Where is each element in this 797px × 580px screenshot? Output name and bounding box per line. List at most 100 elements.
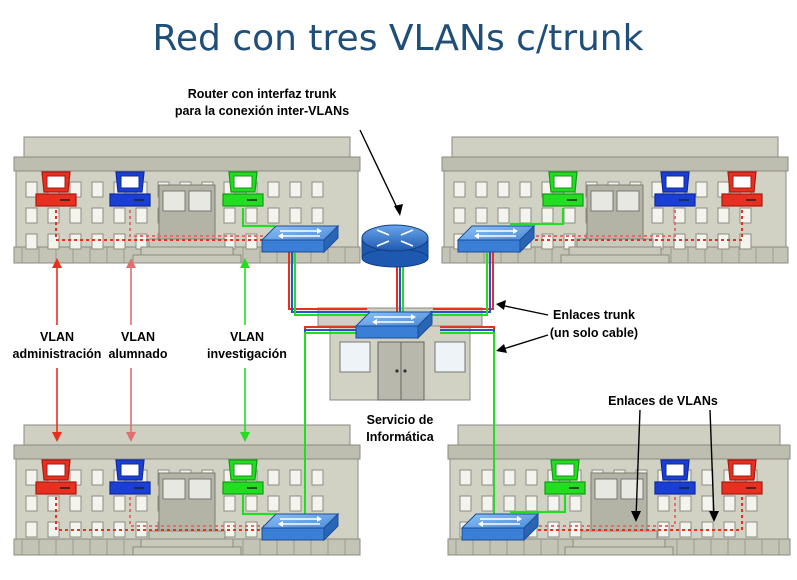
building-step: [564, 546, 674, 556]
building-window: [459, 495, 472, 512]
building-step: [568, 246, 662, 256]
building-window: [245, 207, 258, 224]
pc-screen: [120, 175, 140, 189]
router-bottom: [361, 248, 429, 268]
pc-screen: [233, 463, 253, 477]
router-top: [361, 224, 429, 252]
vlan-links-arrowhead-1: [631, 511, 641, 522]
building-cornice: [441, 156, 789, 172]
labels: Router con interfaz trunk para la conexi…: [13, 87, 718, 444]
pc-icon: [654, 459, 696, 495]
vlan-links-arrow-2: [709, 409, 715, 519]
building-window: [267, 469, 280, 486]
building-window: [69, 521, 82, 538]
vlan-link-admin-tl: [55, 210, 265, 241]
building-window: [673, 207, 686, 224]
pc-case: [542, 193, 584, 207]
annotation-arrows: [359, 129, 719, 522]
pc-screen: [732, 175, 752, 189]
building-window: [563, 207, 576, 224]
pc-screen: [665, 463, 685, 477]
pc-icon: [222, 459, 264, 495]
trunk-tr-center-2: [427, 253, 488, 316]
building-step: [580, 530, 658, 540]
building-window: [47, 521, 60, 538]
vlan-link-alumnado-br: [534, 497, 676, 527]
vlan-links-arrow-1: [635, 409, 641, 519]
building-roof: [23, 136, 351, 158]
building-window: [525, 469, 538, 486]
building-window: [25, 207, 38, 224]
trunk-pointer-arrowhead-2: [496, 344, 507, 353]
building-window: [679, 495, 692, 512]
building-window: [673, 233, 686, 250]
vlan-alumnado-arrowhead-up: [126, 258, 136, 268]
building-window: [135, 495, 148, 512]
pc-screen: [732, 463, 752, 477]
building-door-window: [162, 478, 186, 500]
switch-arrowhead: [317, 516, 322, 522]
building-window: [245, 495, 258, 512]
pc-icon: [542, 171, 584, 207]
building-window: [651, 207, 664, 224]
building-window: [25, 521, 38, 538]
building-window: [135, 521, 148, 538]
building-cornice: [447, 444, 791, 460]
enlaces-vlans-label: Enlaces de VLANs: [608, 394, 718, 408]
building-cornice: [13, 156, 361, 172]
building-window: [657, 495, 670, 512]
router-pointer-arrowhead: [394, 204, 403, 216]
building-door-window: [188, 190, 212, 212]
vlan-link-alumnado-tr: [528, 210, 676, 237]
trunk-label-line2: (un solo cable): [550, 326, 638, 340]
building-window: [481, 495, 494, 512]
building-window: [475, 207, 488, 224]
building-window: [113, 233, 126, 250]
pc-screen: [555, 463, 575, 477]
vlan-admin-arrowhead-down: [52, 432, 62, 442]
pc-icon: [109, 459, 151, 495]
pc-screen: [665, 175, 685, 189]
switch-side: [323, 224, 339, 254]
switch-center: [354, 310, 434, 340]
building-window: [745, 495, 758, 512]
building-window: [267, 181, 280, 198]
building-window: [47, 207, 60, 224]
pc-case: [654, 193, 696, 207]
building-window: [223, 207, 236, 224]
building-door-window: [616, 190, 640, 212]
trunk-tl-center-1: [291, 250, 370, 313]
building-window: [525, 495, 538, 512]
building-window: [91, 233, 104, 250]
page-title: Red con tres VLANs c/trunk: [153, 18, 644, 59]
trunk-tr-center-1: [430, 250, 491, 313]
building-window: [267, 207, 280, 224]
building-window: [519, 181, 532, 198]
building-window: [289, 181, 302, 198]
router-arrow: [400, 240, 414, 247]
building-window: [69, 233, 82, 250]
building-window: [113, 207, 126, 224]
trunk-label-line1: Enlaces trunk: [553, 308, 635, 322]
switch-bottom-right: [460, 512, 540, 542]
building-window: [745, 521, 758, 538]
router-label-line1: Router con interfaz trunk: [188, 87, 337, 101]
servicio-label-line2: Informática: [366, 430, 434, 444]
trunk-pointer-arrowhead-1: [496, 300, 506, 310]
building-window: [723, 495, 736, 512]
switch-arrowhead: [411, 314, 416, 320]
building-door-window: [162, 190, 186, 212]
vlan-link-alumnado-bl: [129, 497, 268, 527]
switch-side: [417, 310, 433, 340]
trunk-tl-center-2: [294, 253, 373, 316]
vlan-link-admin-bl: [55, 497, 265, 531]
trunk-pointer-arrow-2: [499, 334, 549, 351]
devices-layer: [35, 171, 763, 542]
building-step: [140, 246, 234, 256]
pc-icon: [35, 459, 77, 495]
building-window: [475, 181, 488, 198]
building-cornice: [13, 444, 361, 460]
router-arrow: [376, 240, 390, 247]
vlan-admin-arrowhead-up: [52, 258, 62, 268]
